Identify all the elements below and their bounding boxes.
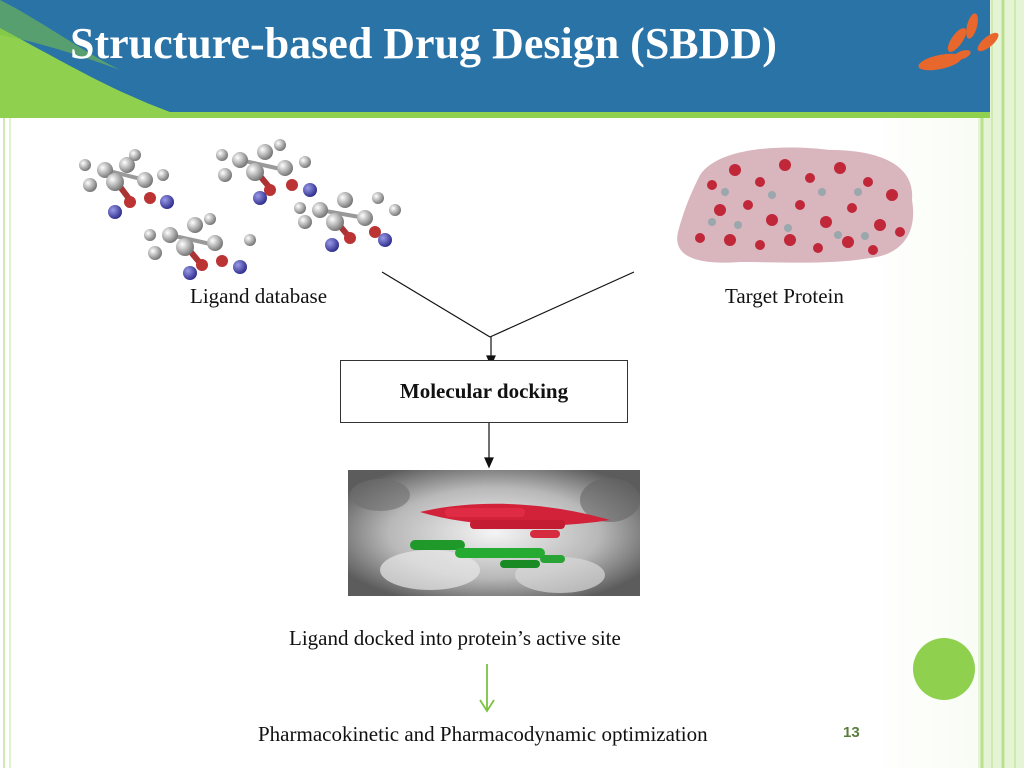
connector-lines (381, 271, 635, 469)
ligand-database-label: Ligand database (190, 284, 328, 308)
docked-caption: Ligand docked into protein’s active site (289, 626, 621, 650)
page-number: 13 (843, 724, 860, 741)
slide-title: Structure-based Drug Design (SBDD) (70, 19, 777, 68)
right-border-stripes (978, 0, 1024, 768)
header-band (0, 0, 990, 118)
molecular-docking-box: Molecular docking (340, 360, 628, 423)
docking-result-image (348, 470, 640, 596)
molecular-docking-label: Molecular docking (399, 379, 569, 403)
target-protein-label: Target Protein (725, 284, 844, 308)
green-circle-decoration (913, 638, 975, 700)
green-down-arrow-icon (479, 664, 495, 713)
optimization-caption: Pharmacokinetic and Pharmacodynamic opti… (258, 722, 708, 746)
target-protein-image (677, 147, 914, 263)
flower-logo-icon (918, 13, 999, 71)
ligand-molecules-image (79, 139, 401, 280)
